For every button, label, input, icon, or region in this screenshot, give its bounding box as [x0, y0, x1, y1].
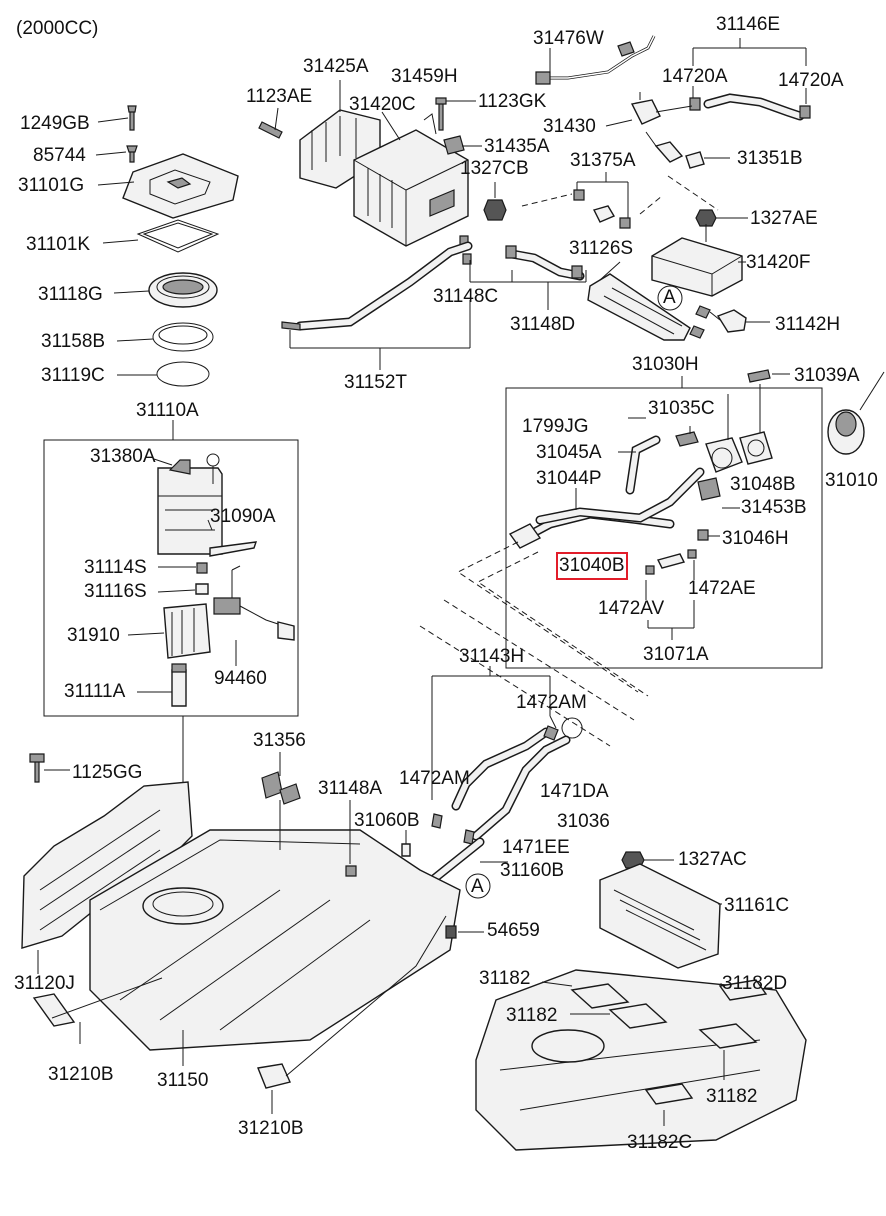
part-label-31160b: 31160B [500, 860, 565, 881]
part-label-31210b-right: 31210B [238, 1118, 304, 1139]
part-label-31045a: 31045A [536, 442, 602, 463]
part-label-31453b: 31453B [741, 497, 807, 518]
fuel-pump-plate-stack [95, 105, 239, 440]
part-label-31142h: 31142H [775, 314, 841, 335]
part-label-54659: 54659 [487, 920, 540, 941]
part-label-31048b: 31048B [730, 474, 796, 495]
part-label-31459h: 31459H [391, 66, 458, 87]
part-label-31182-a: 31182 [479, 968, 531, 989]
part-label-31476w: 31476W [533, 28, 604, 49]
part-label-31035c: 31035C [648, 398, 715, 419]
part-label-1249gb: 1249GB [20, 113, 90, 134]
vent-hose-assembly [505, 35, 811, 341]
part-label-31182d: 31182D [722, 973, 788, 994]
part-label-31143h: 31143H [459, 646, 525, 667]
part-label-1327ac: 1327AC [678, 849, 747, 870]
part-label-31150: 31150 [157, 1070, 209, 1091]
part-label-31148d: 31148D [510, 314, 576, 335]
part-label-1472ae: 1472AE [688, 578, 756, 599]
fuel-pump-module-box [43, 439, 299, 860]
part-label-31910: 31910 [67, 625, 120, 646]
part-label-31060b: 31060B [354, 810, 420, 831]
filler-neck-box [457, 369, 823, 697]
part-label-31351b: 31351B [737, 148, 803, 169]
part-label-31116s: 31116S [84, 581, 147, 602]
part-label-31101g: 31101G [18, 175, 85, 196]
part-label-31146e: 31146E [716, 14, 781, 35]
part-label-1327ae: 1327AE [750, 208, 818, 229]
part-label-31152t: 31152T [344, 372, 408, 393]
part-label-14720a-left: 14720A [662, 66, 728, 87]
part-label-1327cb: 1327CB [460, 158, 529, 179]
part-label-31071a: 31071A [643, 644, 709, 665]
part-label-31210b-left: 31210B [48, 1064, 114, 1085]
section-ref-a-bottom: A [471, 876, 484, 897]
part-label-1472am-top: 1472AM [516, 692, 587, 713]
part-label-1123ae: 1123AE [246, 86, 313, 107]
part-label-31430: 31430 [543, 116, 596, 137]
part-label-31158b: 31158B [41, 331, 106, 352]
part-label-1799jg: 1799JG [522, 416, 589, 437]
part-label-31356: 31356 [253, 730, 306, 751]
part-label-1125gg: 1125GG [72, 762, 143, 783]
canister-assembly [258, 80, 512, 370]
part-label-31380a: 31380A [90, 446, 156, 467]
part-label-31425a: 31425A [303, 56, 369, 77]
part-label-31010: 31010 [825, 470, 878, 491]
part-label-31036: 31036 [557, 811, 610, 832]
part-label-31375a: 31375A [570, 150, 636, 171]
part-label-31040b-highlighted: 31040B [556, 552, 628, 580]
part-label-31182c: 31182C [627, 1132, 693, 1153]
part-label-1471ee: 1471EE [502, 837, 570, 858]
filler-hose-assembly [401, 599, 635, 899]
part-label-1472av: 1472AV [598, 598, 665, 619]
part-label-31114s: 31114S [84, 557, 147, 578]
part-label-31046h: 31046H [722, 528, 789, 549]
variant-label: (2000CC) [16, 18, 99, 39]
part-label-31182-c: 31182 [706, 1086, 758, 1107]
part-label-31044p: 31044P [536, 468, 602, 489]
part-label-31420f: 31420F [746, 252, 811, 273]
part-label-94460: 94460 [214, 668, 267, 689]
fuel-tank-secondary [475, 851, 807, 1151]
part-label-31148a: 31148A [318, 778, 383, 799]
part-label-31148c: 31148C [433, 286, 499, 307]
part-label-31101k: 31101K [26, 234, 91, 255]
part-label-31435a: 31435A [484, 136, 550, 157]
part-label-1123gk: 1123GK [478, 91, 547, 112]
part-label-31111a: 31111A [64, 681, 126, 702]
part-label-1472am-left: 1472AM [399, 768, 470, 789]
part-label-31119c: 31119C [41, 365, 105, 386]
part-label-31120j: 31120J [14, 973, 75, 994]
part-label-31030h: 31030H [632, 354, 699, 375]
part-label-31090a: 31090A [210, 506, 276, 527]
section-ref-a-top: A [663, 287, 676, 308]
part-label-31126s: 31126S [569, 238, 634, 259]
part-label-31039a: 31039A [794, 365, 860, 386]
fuel-cap [827, 371, 885, 455]
part-label-14720a-right: 14720A [778, 70, 844, 91]
fuel-tank-main [21, 752, 484, 1114]
part-label-31182-b: 31182 [506, 1005, 558, 1026]
part-label-31110a: 31110A [136, 400, 199, 421]
part-label-31420c: 31420C [349, 94, 416, 115]
part-label-31118g: 31118G [38, 284, 103, 305]
part-label-1471da: 1471DA [540, 781, 609, 802]
part-label-31161c: 31161C [724, 895, 790, 916]
part-label-85744: 85744 [33, 145, 86, 166]
